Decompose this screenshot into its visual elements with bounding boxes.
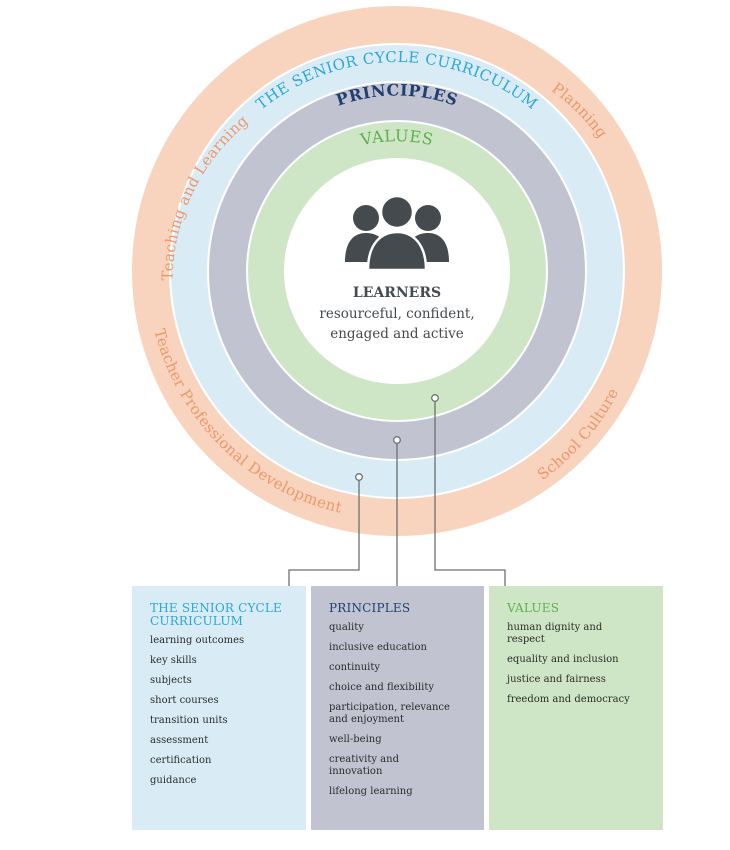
learners-line-2: engaged and active bbox=[330, 326, 464, 342]
learners-line-1: resourceful, confident, bbox=[319, 306, 474, 322]
list-item: continuity bbox=[329, 662, 381, 673]
list-item: short courses bbox=[150, 695, 219, 706]
list-item: transition units bbox=[150, 715, 228, 726]
list-item: well-being bbox=[329, 734, 382, 745]
connector-dot-principles bbox=[393, 436, 401, 444]
list-item: assessment bbox=[150, 735, 209, 746]
principles-list: quality inclusive education continuity choi… bbox=[329, 622, 470, 798]
connector-lines bbox=[288, 398, 506, 594]
principles-panel: PRINCIPLES quality inclusive education con… bbox=[311, 586, 484, 830]
connector-curriculum bbox=[288, 477, 360, 594]
curriculum-list: learning outcomes key skills subjects short… bbox=[150, 635, 292, 787]
connector-dots bbox=[355, 394, 439, 481]
curriculum-panel-title: THE SENIOR CYCLE CURRICULUM bbox=[150, 602, 292, 628]
list-item: key skills bbox=[150, 655, 197, 666]
list-item: guidance bbox=[150, 775, 197, 786]
curriculum-title-line-1: THE SENIOR CYCLE bbox=[150, 601, 282, 615]
list-item: learning outcomes bbox=[150, 635, 245, 646]
list-item: equality and inclusion bbox=[507, 654, 619, 665]
connector-dot-curriculum bbox=[355, 473, 363, 481]
people-group-icon bbox=[345, 194, 449, 272]
list-item: choice and flexibility bbox=[329, 682, 435, 693]
list-item: inclusive education bbox=[329, 642, 427, 653]
list-item: freedom and democracy bbox=[507, 694, 630, 705]
values-panel-title: VALUES bbox=[507, 601, 560, 615]
connector-values bbox=[434, 398, 506, 594]
list-item: justice and fairness bbox=[507, 674, 606, 685]
list-item: subjects bbox=[150, 675, 192, 686]
list-item: lifelong learning bbox=[329, 786, 413, 797]
list-item: certification bbox=[150, 755, 212, 766]
learners-title: LEARNERS bbox=[353, 285, 441, 301]
principles-panel-title: PRINCIPLES bbox=[329, 601, 411, 615]
values-ring-label: VALUES bbox=[358, 126, 435, 149]
curriculum-panel: THE SENIOR CYCLE CURRICULUM learning out… bbox=[132, 586, 306, 830]
connector-dot-values bbox=[431, 394, 439, 402]
curriculum-title-line-2: CURRICULUM bbox=[150, 614, 244, 628]
list-item: quality bbox=[329, 622, 364, 633]
